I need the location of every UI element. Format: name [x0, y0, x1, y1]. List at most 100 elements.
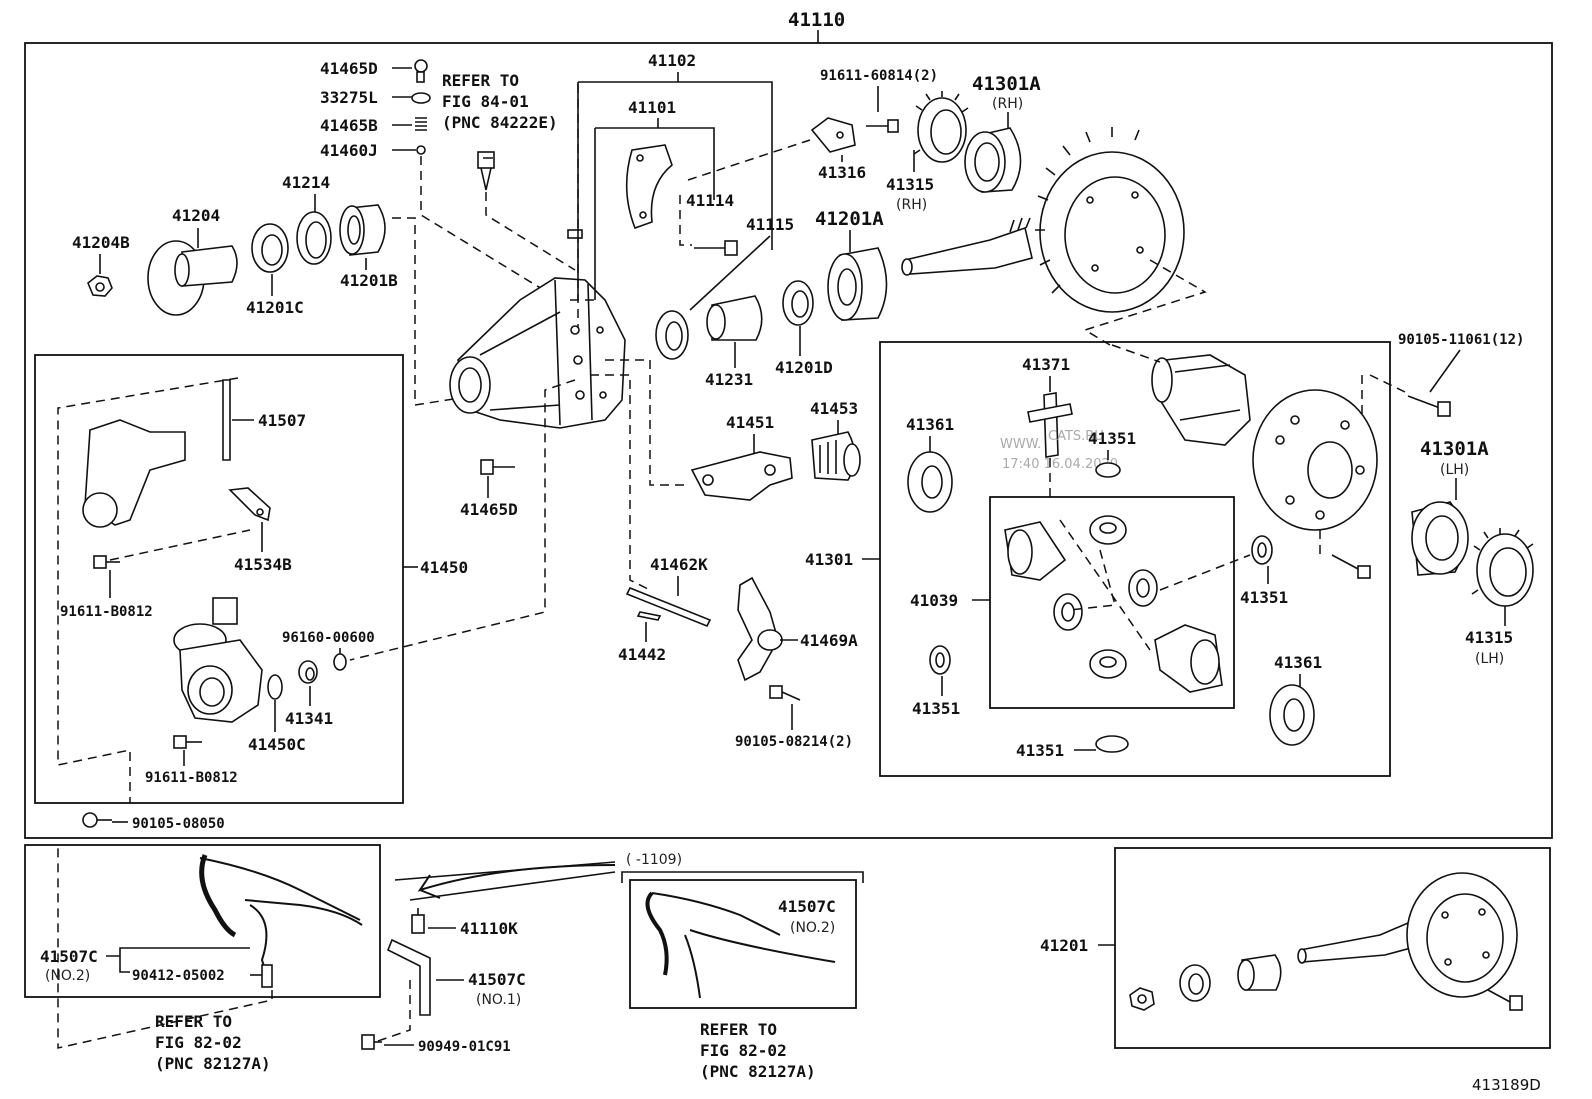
- part-41101[interactable]: 41101: [628, 98, 676, 117]
- part-41301A-lh[interactable]: 41301A: [1420, 438, 1489, 460]
- part-41507C-no1[interactable]: 41507C: [468, 970, 526, 989]
- part-91611-B0812-b[interactable]: 91611-B0812: [145, 770, 238, 786]
- part-41534B[interactable]: 41534B: [234, 555, 292, 574]
- part-96160-00600[interactable]: 96160-00600: [282, 630, 375, 646]
- part-41361-b[interactable]: 41361: [1274, 653, 1322, 672]
- bolt-91611-B0812-a-icon: [93, 555, 120, 569]
- part-41201B[interactable]: 41201B: [340, 271, 398, 290]
- part-41371[interactable]: 41371: [1022, 355, 1070, 374]
- part-41102[interactable]: 41102: [648, 51, 696, 70]
- pinion-gear-bottom: [1089, 649, 1127, 679]
- part-41507C-no2-left[interactable]: 41507C: [40, 947, 98, 966]
- part-41110K[interactable]: 41110K: [460, 919, 518, 938]
- collar-41214: [296, 211, 332, 265]
- part-41351-d[interactable]: 41351: [1016, 741, 1064, 760]
- part-90105-08050[interactable]: 90105-08050: [132, 816, 225, 832]
- part-41315-rh[interactable]: 41315: [886, 175, 934, 194]
- main-assembly-frame: [24, 42, 1553, 839]
- ring-gear: [1035, 127, 1185, 313]
- companion-flange: [147, 240, 238, 316]
- breather-hose-41507C-no2: [199, 854, 237, 938]
- spacer-41201D: [782, 280, 814, 326]
- pinion-gear-left: [1053, 593, 1083, 631]
- part-41115[interactable]: 41115: [746, 215, 794, 234]
- part-41453[interactable]: 41453: [810, 399, 858, 418]
- bolt-41114-icon: [694, 240, 738, 256]
- part-41231[interactable]: 41231: [705, 370, 753, 389]
- part-41201-kit[interactable]: 41201: [1040, 936, 1088, 955]
- production-range: ( -1109): [626, 852, 682, 868]
- adjusting-nut-41315-rh: [913, 91, 969, 163]
- side-gear-right: [1154, 624, 1223, 693]
- part-41450[interactable]: 41450: [420, 558, 468, 577]
- differential-carrier-housing: [449, 277, 626, 429]
- bearing-41301A-rh: [964, 127, 1022, 193]
- part-91611-B0812-a[interactable]: 91611-B0812: [60, 604, 153, 620]
- part-41114[interactable]: 41114: [686, 191, 734, 210]
- diff-case-main: [1252, 389, 1378, 531]
- part-41201D[interactable]: 41201D: [775, 358, 833, 377]
- washer-41351-c: [929, 645, 951, 675]
- part-41351-a[interactable]: 41351: [1088, 429, 1136, 448]
- part-41201A[interactable]: 41201A: [815, 208, 884, 230]
- pinion-gear-top: [1089, 515, 1127, 545]
- part-41507C-no2-mid[interactable]: 41507C: [778, 897, 836, 916]
- bolt-91611-icon: [866, 119, 899, 133]
- part-41451[interactable]: 41451: [726, 413, 774, 432]
- part-41301[interactable]: 41301: [805, 550, 853, 569]
- hose-box-left: [24, 844, 381, 998]
- part-41462K[interactable]: 41462K: [650, 555, 708, 574]
- part-41351-b[interactable]: 41351: [1240, 588, 1288, 607]
- main-assembly-label[interactable]: 41110: [788, 9, 845, 31]
- bolt-90105-08050-icon: [82, 812, 112, 828]
- part-33275L[interactable]: 33275L: [320, 88, 378, 107]
- part-41316[interactable]: 41316: [818, 163, 866, 182]
- refer-top-line3: (PNC 84222E): [442, 113, 558, 132]
- part-41214[interactable]: 41214: [282, 173, 330, 192]
- refer-bl-line3: (PNC 82127A): [155, 1054, 271, 1073]
- diff-case-half: [1151, 354, 1251, 446]
- part-41460J[interactable]: 41460J: [320, 141, 378, 160]
- part-41465B[interactable]: 41465B: [320, 116, 378, 135]
- spring-icon: [415, 117, 427, 131]
- part-41201C[interactable]: 41201C: [246, 298, 304, 317]
- rh-note-41301A: (RH): [992, 96, 1023, 112]
- figure-code: 413189D: [1472, 1076, 1541, 1094]
- part-41465D-top[interactable]: 41465D: [320, 59, 378, 78]
- hose-41507C-no1: [386, 938, 431, 1016]
- part-41204[interactable]: 41204: [172, 206, 220, 225]
- watermark-line2: CATS.RU: [1048, 429, 1104, 444]
- part-90105-08214[interactable]: 90105-08214(2): [735, 734, 853, 750]
- pinion-gear-box-41039: [989, 496, 1235, 709]
- part-41361-a[interactable]: 41361: [906, 415, 954, 434]
- part-41351-c[interactable]: 41351: [912, 699, 960, 718]
- part-41341[interactable]: 41341: [285, 709, 333, 728]
- part-90949-01C91[interactable]: 90949-01C91: [418, 1039, 511, 1055]
- part-91611-60814[interactable]: 91611-60814(2): [820, 68, 938, 84]
- sleeve-41453: [811, 431, 861, 481]
- adjusting-nut-41315-lh: [1471, 528, 1534, 607]
- part-90105-11061[interactable]: 90105-11061(12): [1398, 332, 1524, 348]
- watermark-line3: 17:40 16.04.2020: [1002, 457, 1118, 472]
- part-41469A[interactable]: 41469A: [800, 631, 858, 650]
- part-41315-lh[interactable]: 41315: [1465, 628, 1513, 647]
- refer-bm-line3: (PNC 82127A): [700, 1062, 816, 1081]
- refer-top-line2: FIG 84-01: [442, 92, 529, 111]
- kit-seal: [1179, 964, 1211, 1002]
- part-41507[interactable]: 41507: [258, 411, 306, 430]
- part-41465D-mid[interactable]: 41465D: [460, 500, 518, 519]
- part-90412-05002[interactable]: 90412-05002: [132, 968, 225, 984]
- part-41442[interactable]: 41442: [618, 645, 666, 664]
- part-41301A-rh[interactable]: 41301A: [972, 73, 1041, 95]
- refer-bl-line1: REFER TO: [155, 1012, 232, 1031]
- part-41204B[interactable]: 41204B: [72, 233, 130, 252]
- part-41039[interactable]: 41039: [910, 591, 958, 610]
- washer-41351-d: [1095, 735, 1129, 753]
- spacer-41231: [706, 295, 763, 341]
- rod-41507: [222, 379, 231, 461]
- pin-41442: [636, 611, 662, 621]
- bearing-41301A-lh: [1411, 501, 1469, 576]
- actuator-box-41450: [34, 354, 404, 804]
- part-41450C[interactable]: 41450C: [248, 735, 306, 754]
